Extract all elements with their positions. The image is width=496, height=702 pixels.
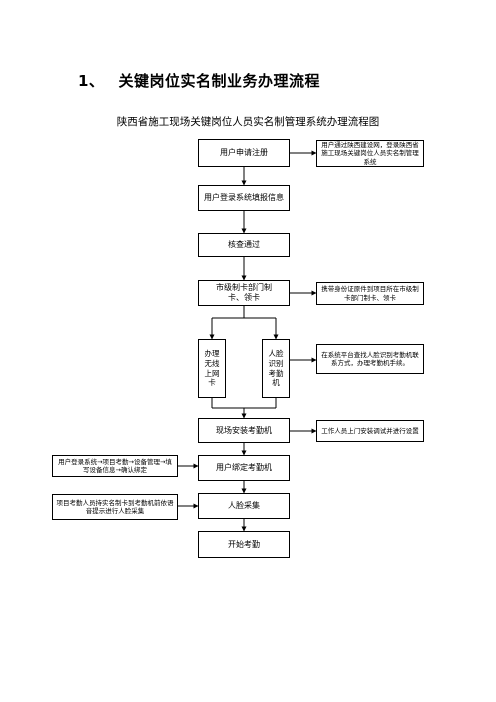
step-bind-device: 用户绑定考勤机 (198, 455, 290, 481)
step-install-device: 现场安装考勤机 (198, 418, 290, 443)
note-install: 工作人员上门安装调试并进行设置 (316, 420, 424, 442)
section-number: 1、 (78, 72, 105, 90)
step-face-device: 人脸识别考勤机 (262, 339, 290, 398)
section-heading: 1、关键岗位实名制业务办理流程 (78, 70, 320, 91)
step-verify-passed: 核查通过 (198, 233, 290, 257)
note-collect: 项目考勤人员持实名制卡到考勤机前依语音提示进行人脸采集 (52, 494, 178, 520)
step-wireless-card: 办理无线上网卡 (198, 339, 226, 398)
note-register: 用户通过陕西建设网，登录陕西省施工现场关键岗位人员实名制管理系统 (316, 140, 424, 167)
step-make-card: 市级制卡部门制卡、领卡 (198, 280, 290, 306)
step-start-attendance: 开始考勤 (198, 531, 290, 558)
step-face-collect: 人脸采集 (198, 493, 290, 519)
step-login-fill-info: 用户登录系统填报信息 (198, 185, 290, 211)
diagram-title: 陕西省施工现场关键岗位人员实名制管理系统办理流程图 (116, 116, 380, 128)
note-face-device: 在系统平台查找人脸识别考勤机联系方式，办理考勤机手续。 (316, 344, 424, 374)
note-card: 携带身份证原件到项目所在市级制卡部门制卡、领卡 (316, 282, 424, 305)
section-title: 关键岗位实名制业务办理流程 (118, 72, 320, 90)
note-bind: 用户登录系统→项目考勤→设备管理→填写设备信息→确认绑定 (52, 455, 178, 477)
step-register: 用户申请注册 (198, 139, 290, 167)
